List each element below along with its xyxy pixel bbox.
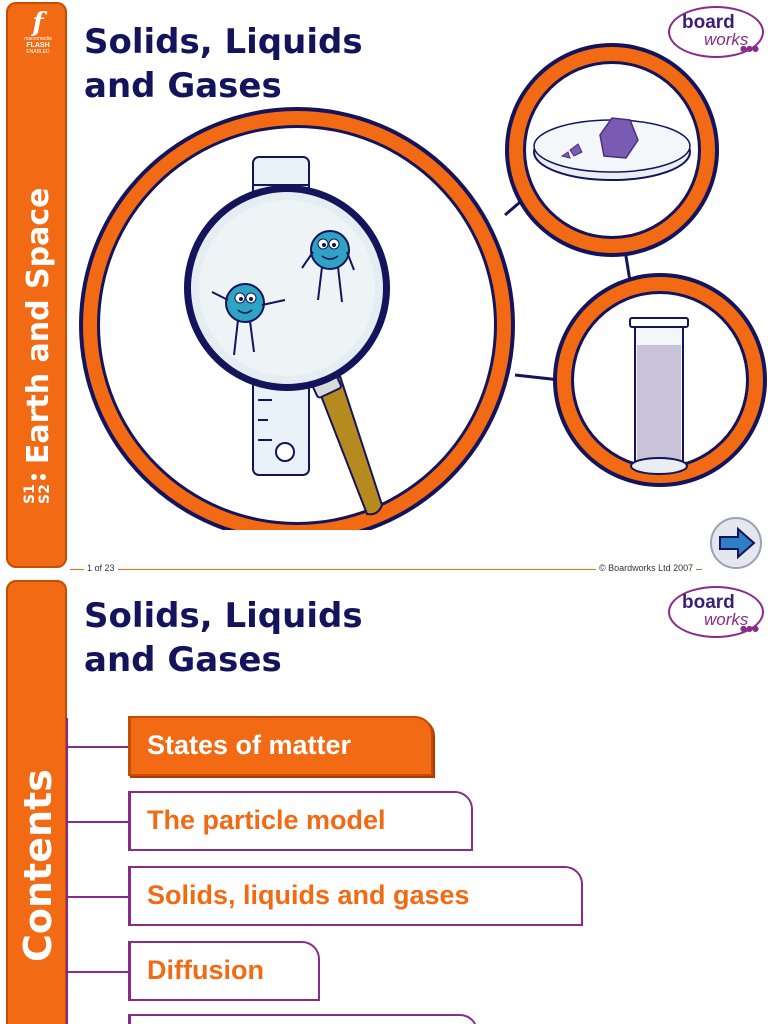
sidebar-contents: Contents [6,580,67,1024]
menu-item-solids-liquids-gases[interactable]: Solids, liquids and gases [128,866,583,926]
copyright-text: © Boardworks Ltd 2007 [596,563,697,573]
sidebar-title: S1 S2 Earth and Space [15,188,61,504]
menu-item-partial[interactable] [128,1014,478,1024]
menu-connector [66,746,130,748]
sidebar-title-text: Earth and Space [20,187,56,465]
menu-connector [66,821,130,823]
sidebar-earth-and-space: f macromedia FLASH ENABLED S1 S2 Earth a… [6,2,67,568]
footer-rule [70,569,702,570]
particle-character-icon [211,283,286,356]
title-slide: f macromedia FLASH ENABLED S1 S2 Earth a… [6,2,767,573]
unit-code: S1 S2 [22,484,53,504]
unit-code-dots [30,474,46,481]
menu-item-particle-model[interactable]: The particle model [128,791,473,851]
petri-dish-icon [533,117,691,181]
measuring-cylinder-icon [629,317,689,475]
menu-spine [66,718,68,1024]
particle-character-icon [301,230,355,303]
page-counter: 1 of 23 [84,563,118,573]
states-of-matter-illustration [79,43,767,530]
sidebar-title-text: Contents [16,769,60,962]
menu-connector [66,896,130,898]
page-title: Solids, Liquids and Gases [84,596,363,680]
liquid-circle-frame [553,273,767,487]
flash-logo-icon: f [32,8,44,38]
menu-connector [66,971,130,973]
arrow-right-icon [719,526,756,560]
contents-slide: Contents Solids, Liquids and Gases board… [0,578,768,1024]
menu-item-states-of-matter[interactable]: States of matter [128,716,433,776]
solid-circle-frame [505,43,719,257]
boardworks-logo: board works ●●● [668,6,764,58]
menu-item-diffusion[interactable]: Diffusion [128,941,320,1001]
flash-enabled-badge: f macromedia FLASH ENABLED [22,10,54,55]
next-slide-button[interactable] [710,517,762,569]
large-circle-frame [79,107,515,530]
page-title: Solids, Liquids and Gases [84,22,363,106]
sidebar-title: Contents [15,769,61,962]
boardworks-logo: board works ●●● [668,586,764,638]
